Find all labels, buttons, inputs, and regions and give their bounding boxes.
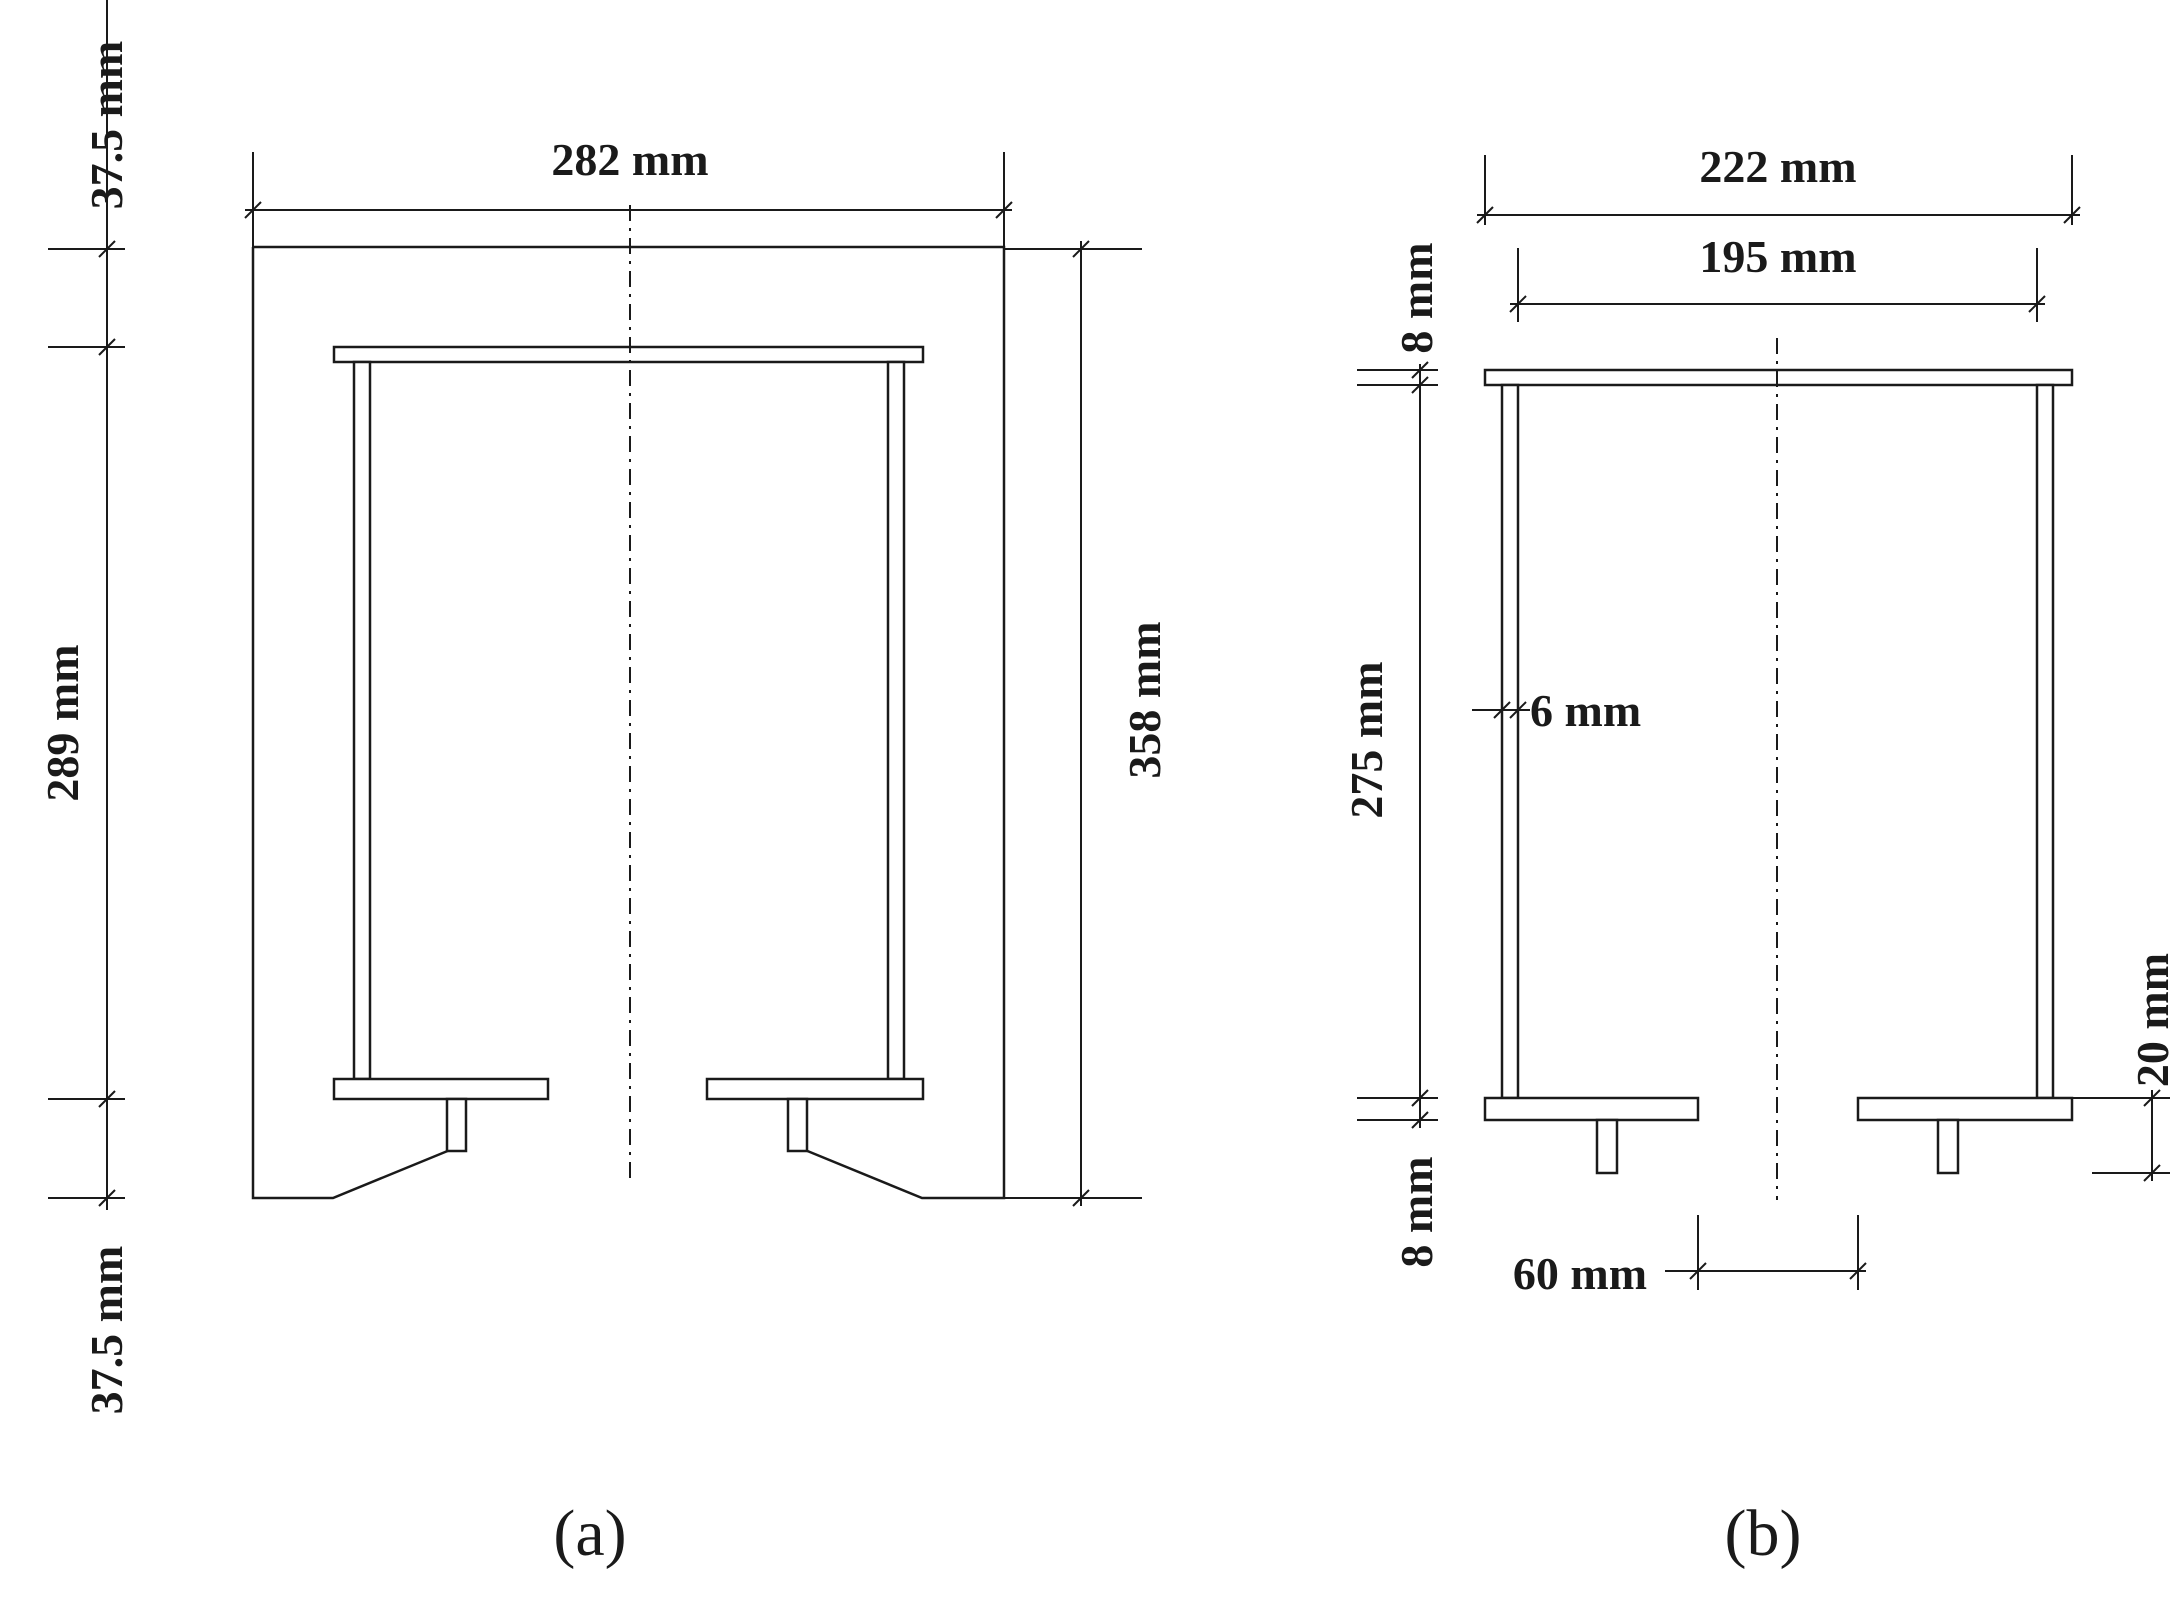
left-web-a: [352, 360, 372, 1081]
top-flange-a: [332, 345, 925, 364]
label-bottom-cover-37-5mm: 37.5 mm: [81, 1246, 132, 1415]
left-web-b: [1500, 383, 1520, 1100]
figure-b: 222 mm 195 mm 8 mm 275 mm 8 mm: [1341, 141, 2178, 1570]
stud-right-a: [786, 1097, 809, 1153]
label-6mm: 6 mm: [1530, 685, 1641, 736]
bottom-flange-right-b: [1856, 1096, 2074, 1122]
stud-left-b: [1595, 1118, 1619, 1175]
top-flange-b: [1483, 368, 2074, 387]
dimension-flange-width-b: 222 mm: [1476, 141, 2081, 225]
label-358mm: 358 mm: [1119, 621, 1170, 778]
caption-b: (b): [1725, 1497, 1802, 1570]
right-web-b: [2035, 383, 2055, 1100]
label-282mm: 282 mm: [551, 134, 708, 185]
label-bottom-flange-8mm: 8 mm: [1391, 1156, 1442, 1267]
stud-right-b: [1936, 1118, 1960, 1175]
label-top-cover-37-5mm: 37.5 mm: [81, 41, 132, 210]
label-20mm: 20 mm: [2127, 953, 2178, 1087]
label-222mm: 222 mm: [1699, 141, 1856, 192]
stud-left-a: [445, 1097, 468, 1153]
dimension-web-thickness-b: 6 mm: [1472, 685, 1641, 736]
dimension-width-a: 282 mm: [244, 134, 1013, 247]
label-275mm: 275 mm: [1341, 661, 1392, 818]
dimension-stud-height-b: 20 mm: [2072, 953, 2178, 1182]
dimension-chain-left-b: 8 mm 275 mm 8 mm: [1341, 242, 1442, 1267]
label-195mm: 195 mm: [1699, 231, 1856, 282]
label-60mm: 60 mm: [1513, 1248, 1647, 1299]
dimension-web-spacing-b: 195 mm: [1509, 231, 2046, 322]
caption-a: (a): [553, 1497, 626, 1570]
label-top-flange-8mm: 8 mm: [1391, 242, 1442, 353]
dimension-opening-b: 60 mm: [1513, 1215, 1867, 1299]
label-289mm: 289 mm: [37, 644, 88, 801]
figure-a: 282 mm 358 mm 37.5 mm 289 mm 37.5 mm: [37, 0, 1170, 1570]
dimension-total-height-a: 358 mm: [1004, 240, 1170, 1207]
bottom-flange-left-a: [332, 1077, 550, 1101]
dimension-chain-left-a: 37.5 mm 289 mm 37.5 mm: [37, 0, 132, 1414]
right-web-a: [886, 360, 906, 1081]
bottom-flange-left-b: [1483, 1096, 1700, 1122]
bottom-flange-right-a: [705, 1077, 925, 1101]
